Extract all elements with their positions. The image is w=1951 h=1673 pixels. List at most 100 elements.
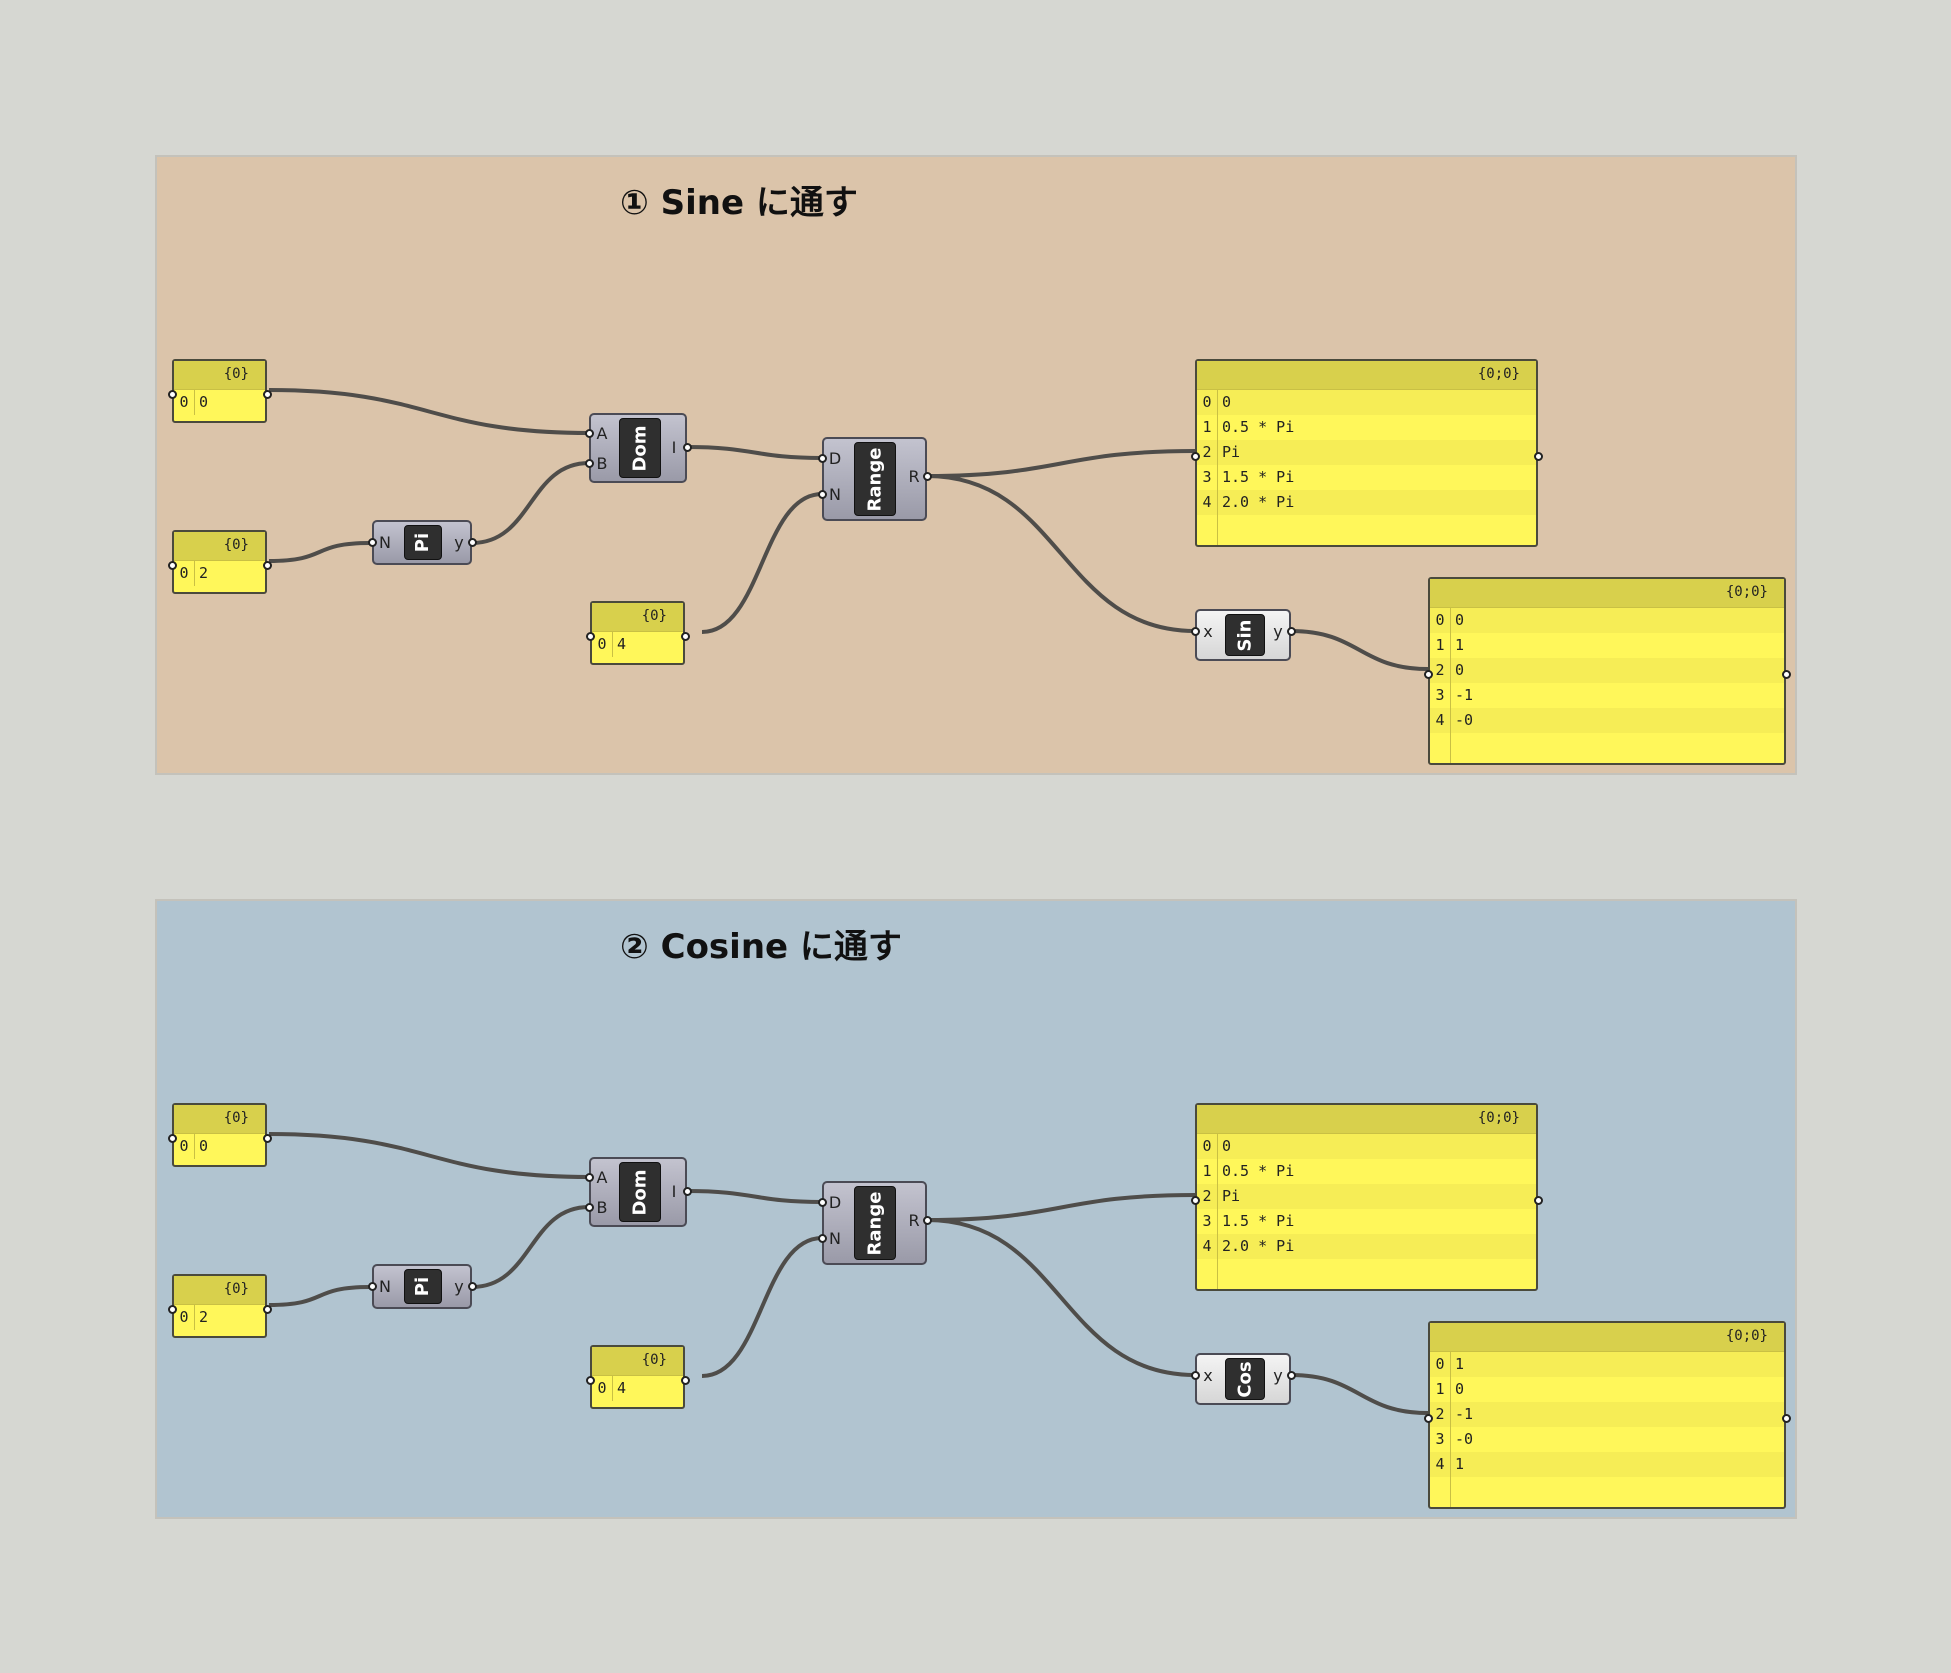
pi-component-output-out[interactable] (467, 1281, 477, 1291)
item-value: Pi (1222, 1187, 1241, 1205)
number-param-count-input-port[interactable] (585, 631, 595, 641)
number-param-count-input-port[interactable] (585, 1375, 595, 1385)
wire[interactable] (471, 461, 590, 545)
range-output-panel-output-port[interactable] (1533, 451, 1543, 461)
output-label: R (908, 467, 920, 486)
wire[interactable] (268, 1132, 590, 1179)
range-component-output-out[interactable] (922, 471, 932, 481)
sine-component-input-in[interactable] (1190, 626, 1200, 636)
wire[interactable] (686, 445, 823, 460)
domain-component-output-out[interactable] (682, 442, 692, 452)
tree-path-label: {0;0} (1430, 579, 1784, 608)
number-param-a-input-port[interactable] (167, 389, 177, 399)
wire[interactable] (926, 449, 1196, 478)
range-output-panel-input-port[interactable] (1190, 451, 1200, 461)
cosine-output-panel-output-port[interactable] (1781, 1413, 1791, 1423)
wire[interactable] (701, 492, 823, 634)
tree-path-label: {0} (592, 1347, 683, 1376)
cosine-component-input-in[interactable] (1190, 1370, 1200, 1380)
sine-component-output-out[interactable] (1286, 626, 1296, 636)
sine-output-panel-input-port[interactable] (1423, 669, 1433, 679)
item-index: 2 (1430, 658, 1451, 683)
number-param-b-input-port[interactable] (167, 1304, 177, 1314)
number-param-b-output-port[interactable] (262, 1304, 272, 1314)
item-value: -0 (1455, 711, 1474, 729)
item-index: 2 (1430, 1402, 1451, 1427)
item-value: 4 (617, 1379, 627, 1397)
number-param-a-input-port[interactable] (167, 1133, 177, 1143)
cosine-output-panel-input-port[interactable] (1423, 1413, 1433, 1423)
sine-output-panel-output-port[interactable] (1781, 669, 1791, 679)
item-index: 1 (1197, 1159, 1218, 1184)
list-item: 2-1 (1430, 1402, 1784, 1427)
pi-component-output-out[interactable] (467, 537, 477, 547)
output-label: R (908, 1211, 920, 1230)
pi-component-input-in[interactable] (367, 537, 377, 547)
range-component-output-out[interactable] (922, 1215, 932, 1225)
range-component-input-inN[interactable] (817, 489, 827, 499)
number-param-a-output-port[interactable] (262, 389, 272, 399)
wire[interactable] (1290, 629, 1429, 671)
wire[interactable] (268, 388, 590, 435)
domain-component-input-inA[interactable] (584, 1172, 594, 1182)
tree-path-label: {0;0} (1197, 1105, 1536, 1134)
pi-component-input-in[interactable] (367, 1281, 377, 1291)
output-label: y (454, 1277, 464, 1296)
range-output-panel-output-port[interactable] (1533, 1195, 1543, 1205)
number-param-a-output-port[interactable] (262, 1133, 272, 1143)
range-component-input-inN[interactable] (817, 1233, 827, 1243)
wire[interactable] (926, 1193, 1196, 1222)
range-component-input-inD[interactable] (817, 1197, 827, 1207)
item-index: 0 (1197, 1134, 1218, 1159)
domain-component-input-inA[interactable] (584, 428, 594, 438)
range-component-input-inD[interactable] (817, 453, 827, 463)
wire[interactable] (268, 1285, 371, 1307)
wire[interactable] (471, 1205, 590, 1289)
number-param-b-output-port[interactable] (262, 560, 272, 570)
item-value: -1 (1455, 1405, 1474, 1423)
number-param-count-output-port[interactable] (680, 631, 690, 641)
domain-component-input-inB[interactable] (584, 458, 594, 468)
input-label: x (1203, 1366, 1213, 1385)
domain-component-input-inB[interactable] (584, 1202, 594, 1212)
wire[interactable] (926, 474, 1196, 633)
range-output-panel-input-port[interactable] (1190, 1195, 1200, 1205)
wire[interactable] (701, 1236, 823, 1378)
wire[interactable] (268, 541, 371, 563)
domain-component-output-out[interactable] (682, 1186, 692, 1196)
wire[interactable] (926, 1218, 1196, 1377)
cosine-component-output-out[interactable] (1286, 1370, 1296, 1380)
number-param-count-output-port[interactable] (680, 1375, 690, 1385)
wire[interactable] (686, 1189, 823, 1204)
wire[interactable] (1290, 1373, 1429, 1415)
item-value: 4 (617, 635, 627, 653)
number-param-b-input-port[interactable] (167, 560, 177, 570)
range-component-nickname: Range (854, 1186, 896, 1260)
